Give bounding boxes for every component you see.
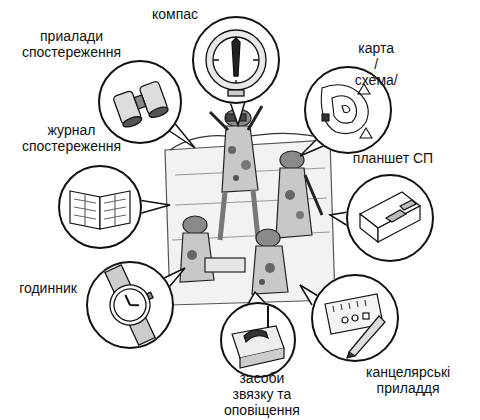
circle-outline [86, 261, 174, 349]
circle-grounds-part [98, 60, 182, 144]
bubble-tails-part [138, 200, 170, 214]
tool-circle: засоби звязку та оповіщення [220, 302, 296, 378]
compass-icon-part [232, 38, 240, 76]
map-case-icon [360, 192, 420, 242]
binoculars-icon-part [134, 95, 146, 109]
circle-outline-shape [87, 262, 173, 348]
watch-icon-part [147, 292, 153, 299]
circle-grounds-part [220, 302, 296, 378]
stationery-icon-part [349, 316, 385, 356]
field-telephone-icon-part [244, 330, 268, 342]
tool-circle: компас [192, 16, 280, 104]
tool-label: планшет СП [353, 150, 433, 166]
observation-post-scene-part [305, 175, 322, 215]
map-case-icon-part [386, 210, 406, 222]
watch-icon-part [103, 278, 156, 331]
compass-icon-part [228, 90, 244, 96]
stationery-icon [325, 294, 385, 358]
observation-post-scene-part [228, 146, 236, 154]
map-icon-part [332, 96, 357, 123]
tool-circle: планшет СП [346, 174, 434, 262]
watch-icon-part [125, 292, 139, 309]
map-case-icon-part [378, 206, 420, 242]
stationery-icon-part [347, 352, 355, 358]
observation-post-scene-part [233, 175, 239, 181]
circle-outline-shape [99, 61, 181, 143]
stationery-icon-part [342, 317, 348, 323]
circle-outline [192, 16, 280, 104]
journal-icon-part [85, 194, 115, 226]
circle-outline-shape [312, 275, 398, 361]
tool-label: засоби звязку та оповіщення [224, 370, 300, 418]
journal-icon-part [74, 199, 126, 219]
bubble-tails-part [330, 212, 348, 226]
field-telephone-icon-part [240, 348, 284, 368]
binoculars-icon [113, 81, 170, 129]
observation-post-scene [165, 106, 335, 305]
observation-post-scene-part [265, 263, 275, 273]
map-icon-part [360, 128, 372, 138]
circle-outline-shape [193, 17, 279, 103]
map-icon-part [322, 114, 329, 121]
tool-circle: журнал спостереження [58, 165, 142, 249]
circle-grounds [58, 16, 434, 378]
observation-post-scene-part [165, 140, 335, 305]
observation-post-scene-part [256, 229, 280, 247]
compass-icon [206, 30, 266, 96]
compass-icon-part [206, 30, 266, 90]
observation-post-scene-part [187, 250, 197, 260]
stationery-icon-part [352, 315, 358, 321]
compass-icon-part [213, 37, 259, 83]
observation-post-scene-part [280, 151, 304, 169]
map-icon-part [342, 106, 350, 113]
circle-outline-shape [59, 166, 141, 248]
circle-grounds-part [58, 165, 142, 249]
map-case-icon-part [360, 214, 378, 242]
tool-circle: годинник [86, 261, 174, 349]
field-telephone-icon-part [267, 306, 269, 328]
observation-post-scene-part [296, 211, 304, 219]
circle-grounds-part [346, 174, 434, 262]
tool-label: приалади спостереження [13, 28, 131, 60]
observation-post-scene-part [252, 246, 288, 294]
circle-outline-shape [221, 303, 295, 377]
tool-circle: канцелярські приладдя [311, 274, 399, 362]
circle-grounds-part [311, 274, 399, 362]
observation-post-scene-part [241, 160, 251, 170]
observation-post-scene-part [222, 126, 258, 192]
map-icon-part [321, 85, 368, 134]
circle-outline [311, 274, 399, 362]
watch-icon-part [109, 284, 152, 327]
tool-label: канцелярські приладдя [366, 364, 450, 396]
map-icon [321, 84, 372, 138]
tool-circle: карта /схема/ [304, 66, 392, 154]
tool-label: карта /схема/ [355, 40, 398, 88]
observation-post-scene-part [285, 190, 295, 200]
binoculars-icon-part [148, 105, 170, 119]
compass-icon-part [213, 37, 259, 83]
circle-grounds-part [86, 261, 174, 349]
observation-post-scene-part [259, 279, 265, 285]
tool-label: компас [152, 6, 198, 22]
circle-outline-shape [347, 175, 433, 261]
binoculars-icon-part [122, 115, 144, 129]
tool-circle: приалади спостереження [98, 60, 182, 144]
journal-icon [70, 191, 130, 229]
circle-outline [98, 60, 182, 144]
circle-outline [220, 302, 296, 378]
observation-post-scene-part [205, 258, 245, 272]
observation-post-scene-part [183, 216, 207, 234]
stationery-icon-part [333, 300, 366, 312]
stationery-icon-part [363, 313, 369, 319]
circle-outline [58, 165, 142, 249]
circle-outline [346, 174, 434, 262]
field-telephone-icon [232, 306, 284, 368]
map-case-icon-part [400, 200, 416, 210]
observation-post-scene-part [220, 190, 258, 240]
circle-grounds-part [192, 16, 280, 104]
tool-label: годинник [19, 280, 77, 296]
tool-label: журнал спостереження [13, 122, 131, 154]
